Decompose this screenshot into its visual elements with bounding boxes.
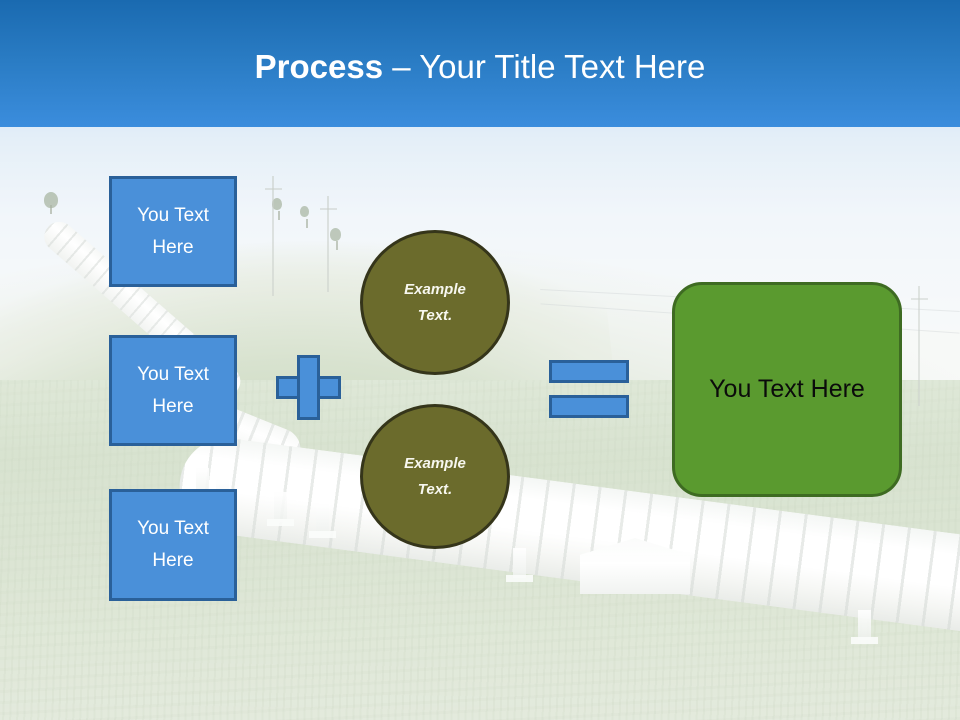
example-circle-2-label: Example Text. [404, 454, 466, 498]
page-title: Process – Your Title Text Here [0, 47, 960, 87]
result-box-label: You Text Here [709, 375, 865, 403]
input-box-1[interactable]: You Text Here [109, 176, 237, 287]
plus-icon [276, 355, 341, 420]
example-circle-1-label: Example Text. [404, 280, 466, 324]
page-title-bold: Process [254, 48, 384, 85]
equals-top-bar [549, 360, 629, 383]
example-circle-1[interactable]: Example Text. [360, 230, 510, 375]
equals-icon [549, 360, 629, 418]
input-box-3-label: You Text Here [137, 518, 209, 571]
input-box-2-label: You Text Here [137, 363, 209, 417]
input-box-2[interactable]: You Text Here [109, 335, 237, 446]
plus-center-fill [300, 379, 317, 396]
result-box[interactable]: You Text Here [672, 282, 902, 497]
equals-bottom-bar [549, 395, 629, 418]
example-circle-2[interactable]: Example Text. [360, 404, 510, 549]
input-box-1-label: You Text Here [137, 204, 209, 258]
page-title-rest: – Your Title Text Here [383, 48, 706, 85]
slide-title-band: Process – Your Title Text Here [0, 0, 960, 127]
input-box-3[interactable]: You Text Here [109, 489, 237, 601]
